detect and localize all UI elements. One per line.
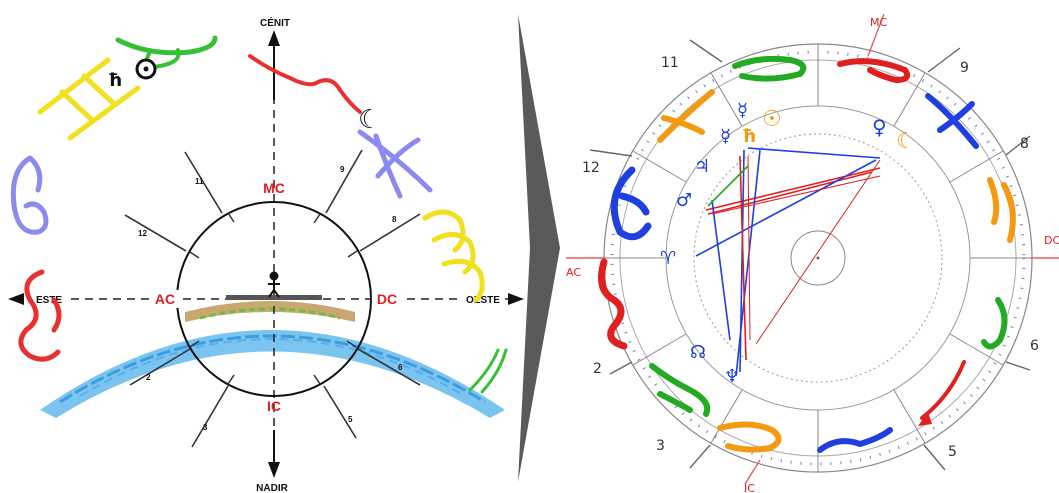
label-mc: MC [263, 180, 285, 196]
arrow-down-icon [268, 462, 280, 478]
chart-sign-aquarius-icon [837, 58, 911, 84]
label-nadir: NADIR [256, 483, 288, 493]
label-west: OESTE [466, 295, 500, 306]
zodiac-virgo-icon [468, 348, 508, 394]
chart-sun-icon: ☉ [762, 107, 782, 132]
aspect-lines [695, 147, 881, 377]
chart-sign-taurus-icon [981, 297, 1008, 350]
chart-label-ac: AC [566, 266, 581, 279]
house-number: 9 [340, 165, 345, 174]
observer-figure-icon [268, 271, 280, 298]
label-ic: IC [267, 398, 281, 414]
label-dc: DC [377, 291, 397, 307]
house-number: 5 [348, 415, 353, 424]
left-horizon-diagram: MC IC AC DC CÉNIT NADIR ESTE OESTE 11 12… [8, 16, 524, 493]
chart-jupiter-icon: ♃ [694, 156, 710, 177]
label-zenith: CÉNIT [260, 16, 290, 29]
house-number: 6 [398, 363, 403, 372]
zodiac-cancer-icon [10, 155, 49, 235]
zodiac-gemini-icon [37, 57, 141, 141]
chart-moon-icon: ☾ [896, 129, 916, 154]
chart-label-mc: MC [870, 16, 887, 29]
chart-venus-icon: ♀ [872, 115, 887, 139]
horizon-platform [226, 295, 322, 300]
label-east: ESTE [36, 295, 62, 306]
chart-house-number: 8 [1020, 136, 1029, 152]
house-number: 11 [195, 177, 204, 186]
house-number: 8 [392, 215, 397, 224]
center-circle [790, 230, 846, 286]
divider-arrow [518, 14, 560, 482]
zodiac-aquarius-icon [248, 54, 362, 114]
chart-house-number: 12 [582, 160, 600, 176]
house-number: 3 [203, 423, 208, 432]
house-lines [124, 149, 421, 448]
chart-sign-aries-icon [987, 177, 1016, 243]
chart-sign-cancer-icon [817, 427, 893, 453]
chart-neptune-icon: ♆ [724, 366, 740, 387]
chart-sign-leo-icon [717, 421, 782, 453]
chart-sign-capricorn-icon [732, 55, 807, 82]
zodiac-libra-icon [422, 209, 485, 303]
chart-aries-point-icon: ♈ [660, 248, 676, 269]
chart-house-number: 2 [593, 361, 602, 377]
label-ac: AC [155, 291, 175, 307]
zodiac-pisces-icon [357, 129, 433, 199]
chart-node-icon: ☊ [690, 342, 706, 363]
chart-sign-pisces-icon [925, 93, 979, 149]
chart-label-ic: IC [744, 482, 755, 493]
chart-house-number: 9 [960, 60, 969, 76]
sun-icon [135, 58, 157, 80]
right-natal-chart: MC IC AC DC 11 9 12 8 2 6 3 5 [566, 13, 1059, 493]
saturn-icon: ħ [108, 70, 122, 91]
chart-house-number: 6 [1030, 338, 1039, 354]
chart-sign-sagittarius-icon [657, 89, 715, 143]
chart-sign-libra-icon [598, 258, 628, 350]
zodiac-leo-icon [18, 269, 62, 362]
chart-mars-icon: ♂ [676, 190, 692, 211]
arrow-left-icon [8, 293, 24, 305]
chart-house-number: 11 [661, 55, 679, 71]
chart-label-dc: DC [1044, 234, 1059, 247]
arrow-up-icon [268, 30, 280, 46]
chart-sign-scorpio-icon [610, 166, 652, 241]
chart-house-number: 5 [948, 444, 957, 460]
chart-mercury2-icon: ☿ [720, 126, 731, 147]
zodiac-capricorn-icon [115, 35, 218, 69]
moon-icon: ☾ [358, 105, 381, 135]
chart-saturn-icon: ħ [742, 126, 756, 147]
house-number: 12 [138, 229, 147, 238]
chart-mercury-icon: ☿ [737, 100, 748, 121]
house-number: 2 [146, 373, 151, 382]
chart-house-number: 3 [656, 438, 665, 454]
chart-sign-virgo-icon [649, 363, 711, 417]
earth-arc [40, 301, 505, 418]
arrow-right-icon [508, 293, 524, 305]
